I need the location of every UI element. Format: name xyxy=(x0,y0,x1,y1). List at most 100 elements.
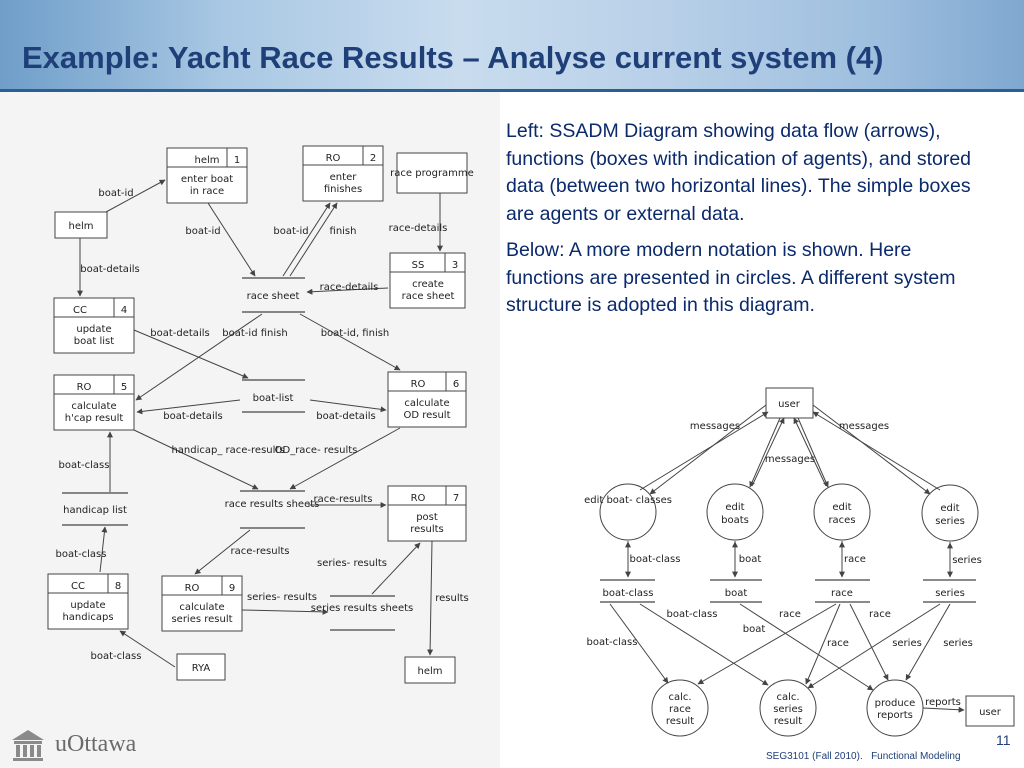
process-6-label-2: OD result xyxy=(403,410,450,421)
process-6-num: 6 xyxy=(453,379,459,390)
flow-label: race-details xyxy=(389,223,448,234)
proc-label: edit xyxy=(832,502,851,513)
user-bottom-label: user xyxy=(979,707,1002,718)
process-3-label-2: race sheet xyxy=(402,291,455,302)
process-8-agent: CC xyxy=(71,581,85,592)
proc-label: edit boat- classes xyxy=(584,495,672,506)
flow-label: boat-id finish xyxy=(222,328,287,339)
process-7-num: 7 xyxy=(453,493,459,504)
flow-label: boat-id, finish xyxy=(321,328,390,339)
flow-label: race-details xyxy=(320,282,379,293)
flow-label: messages xyxy=(690,421,740,432)
flow-label: series- results xyxy=(247,592,317,603)
uottawa-logo: uOttawa xyxy=(10,728,170,764)
proc-label: series xyxy=(773,704,803,715)
process-9-num: 9 xyxy=(229,583,235,594)
footer: SEG3101 (Fall 2010). Functional Modeling xyxy=(766,751,961,762)
flow-label: boat-details xyxy=(80,264,139,275)
flow-label: OD_race- results xyxy=(275,445,358,456)
process-8-label-1: update xyxy=(70,600,105,611)
proc-label: result xyxy=(774,716,802,727)
process-3-label-1: create xyxy=(412,279,444,290)
proc-label: calc. xyxy=(668,692,691,703)
process-2-num: 2 xyxy=(370,153,376,164)
process-4-agent: CC xyxy=(73,305,87,316)
flow-label: results xyxy=(435,593,469,604)
proc-label: series xyxy=(935,516,965,527)
ssadm-diagram: helm 1 enter boat in race RO 2 enter fin… xyxy=(47,145,474,684)
process-edit-series xyxy=(921,484,979,542)
process-5-label-1: calculate xyxy=(71,401,116,412)
process-box-2 xyxy=(302,145,384,202)
process-box-1 xyxy=(166,147,248,204)
flow-label: boat-id xyxy=(98,188,133,199)
process-5-num: 5 xyxy=(121,382,127,393)
process-produce-reports xyxy=(866,679,924,737)
process-4-num: 4 xyxy=(121,305,127,316)
user-box-bottom xyxy=(965,695,1015,727)
process-8-num: 8 xyxy=(115,581,121,592)
flow-label: race xyxy=(869,609,891,620)
flow-label: boat-id xyxy=(273,226,308,237)
footer-topic: Functional Modeling xyxy=(871,751,961,762)
flow-label: boat-id xyxy=(185,226,220,237)
proc-label: edit xyxy=(725,502,744,513)
process-9-label-2: series result xyxy=(171,614,232,625)
external-helm-top-label: helm xyxy=(68,221,93,232)
store-boat-list: boat-list xyxy=(253,393,294,404)
store-race-sheet: race sheet xyxy=(247,291,300,302)
process-7-label-2: results xyxy=(410,524,444,535)
process-1-agent: helm xyxy=(194,155,219,166)
process-3-num: 3 xyxy=(452,260,458,271)
store-race-results-sheets: race results sheets xyxy=(225,499,320,510)
flow-label: race xyxy=(779,609,801,620)
store-boat-class: boat-class xyxy=(603,588,654,599)
external-rya-label: RYA xyxy=(192,663,211,674)
user-top-label: user xyxy=(778,399,801,410)
process-5-label-2: h'cap result xyxy=(65,413,124,424)
process-2-label-1: enter xyxy=(330,172,358,183)
external-race-programme xyxy=(396,152,468,194)
flow-label: series- results xyxy=(317,558,387,569)
flow-label: boat xyxy=(739,554,762,565)
flow-label: boat-class xyxy=(91,651,142,662)
process-box-8 xyxy=(47,573,129,630)
proc-label: result xyxy=(666,716,694,727)
description-left: Left: SSADM Diagram showing data flow (a… xyxy=(506,120,972,225)
flow-label: boat-class xyxy=(667,609,718,620)
flow-label: series xyxy=(952,555,982,566)
external-helm-top xyxy=(54,211,108,239)
process-edit-boat-classes xyxy=(599,483,657,541)
flow-label: reports xyxy=(925,697,961,708)
proc-label: boats xyxy=(721,515,749,526)
process-1-label-1: enter boat xyxy=(181,174,233,185)
flow-label: handicap_ race-results xyxy=(171,445,284,456)
process-7-agent: RO xyxy=(411,493,426,504)
flow-label: race-results xyxy=(314,494,373,505)
process-1-label-2: in race xyxy=(190,186,224,197)
external-race-programme-label: race programme xyxy=(390,168,474,179)
store-boat: boat xyxy=(725,588,748,599)
external-helm-bottom xyxy=(404,656,456,684)
process-6-agent: RO xyxy=(411,379,426,390)
process-box-7 xyxy=(387,485,467,542)
flow-label: boat-class xyxy=(56,549,107,560)
process-calc-race-result xyxy=(651,679,709,737)
description: Left: SSADM Diagram showing data flow (a… xyxy=(506,118,991,329)
process-6-label-1: calculate xyxy=(404,398,449,409)
flow-label: messages xyxy=(839,421,889,432)
proc-label: reports xyxy=(877,710,913,721)
flow-label: boat xyxy=(743,624,766,635)
process-box-3 xyxy=(389,252,466,309)
title-bar: Example: Yacht Race Results – Analyse cu… xyxy=(0,0,1024,92)
logo-text: uOttawa xyxy=(55,731,137,757)
flow-label: boat-details xyxy=(150,328,209,339)
store-series-results-sheets: series results sheets xyxy=(311,603,413,614)
flow-label: boat-class xyxy=(630,554,681,565)
flow-label: race xyxy=(827,638,849,649)
slide-title: Example: Yacht Race Results – Analyse cu… xyxy=(22,40,884,75)
process-5-agent: RO xyxy=(77,382,92,393)
footer-course: SEG3101 (Fall 2010). xyxy=(766,751,863,762)
process-4-label-1: update xyxy=(76,324,111,335)
description-below: Below: A more modern notation is shown. … xyxy=(506,239,956,316)
